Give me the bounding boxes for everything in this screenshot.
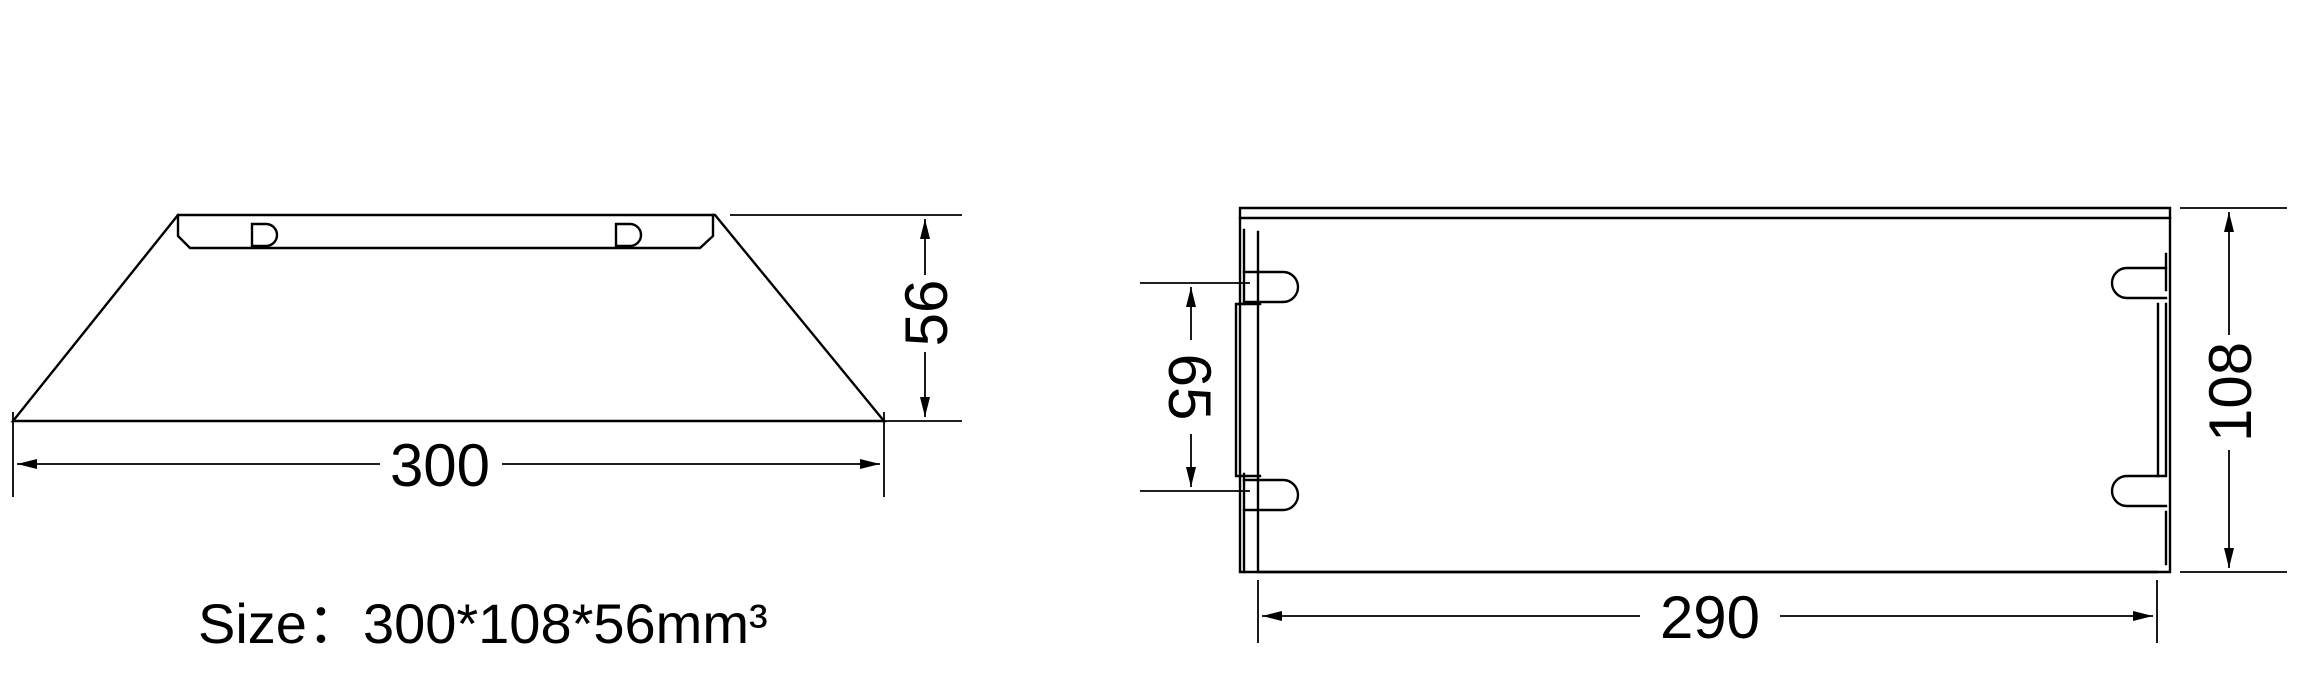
length-dimension-label: 290 bbox=[1660, 584, 1760, 651]
plate-outline bbox=[1238, 206, 2172, 574]
front-view: 56 300 bbox=[10, 213, 962, 499]
slot-right-top bbox=[2110, 266, 2168, 300]
depth-dimension: 108 bbox=[2180, 207, 2287, 573]
height-dimension: 56 bbox=[730, 214, 962, 422]
size-caption-separator: ： bbox=[307, 592, 363, 655]
mounting-bracket bbox=[176, 213, 715, 250]
mounting-slot-right bbox=[614, 222, 643, 248]
svg-text:Size：300*108*56mm³: Size：300*108*56mm³ bbox=[198, 592, 768, 655]
slot-left-bottom bbox=[1242, 478, 1300, 512]
mounting-slot-left bbox=[250, 222, 279, 248]
depth-dimension-label: 108 bbox=[2197, 342, 2264, 442]
main-body bbox=[1256, 230, 2159, 574]
width-dimension: 300 bbox=[12, 412, 885, 499]
height-dimension-label: 56 bbox=[893, 280, 960, 347]
length-dimension: 290 bbox=[1257, 580, 2158, 651]
slot-left-top bbox=[1242, 270, 1300, 304]
top-view: 65 108 290 bbox=[1140, 206, 2287, 651]
housing-outline bbox=[10, 213, 887, 423]
size-caption: Size：300*108*56mm³ bbox=[198, 592, 768, 655]
mount-spacing-label: 65 bbox=[1156, 354, 1223, 421]
mount-spacing-dimension: 65 bbox=[1140, 282, 1250, 492]
slot-right-bottom bbox=[2110, 474, 2168, 508]
left-flange-edge bbox=[1234, 302, 1262, 478]
size-caption-label: Size bbox=[198, 592, 307, 655]
size-caption-value: 300*108*56mm³ bbox=[363, 592, 768, 655]
width-dimension-label: 300 bbox=[390, 432, 490, 499]
